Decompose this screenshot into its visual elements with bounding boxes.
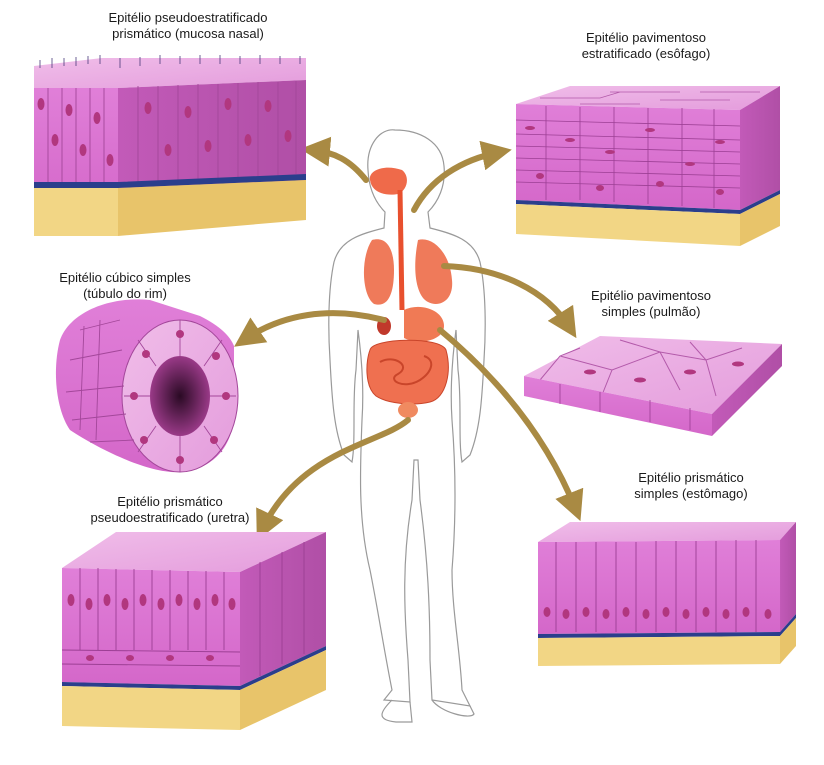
arrow-to-kidney — [234, 310, 387, 347]
arrow-to-nasal — [300, 136, 369, 183]
label-line: Epitélio pseudoestratificado — [108, 10, 268, 25]
arrows — [234, 136, 584, 541]
label-line: pseudoestratificado (uretra) — [90, 510, 250, 525]
label-line: Epitélio pavimentoso — [586, 30, 706, 45]
esophagus — [397, 189, 405, 311]
arrow-to-lung — [441, 263, 577, 339]
right-lung — [363, 239, 394, 305]
tissue-stratified-squamous — [515, 86, 780, 246]
label-line: simples (pulmão) — [601, 304, 701, 319]
arrow-to-esophagus — [411, 140, 512, 213]
label-line: (túbulo do rim) — [83, 286, 167, 301]
label-line: Epitélio prismático — [117, 494, 223, 509]
label-pseudostratified-nasal: Epitélio pseudoestratificado prismático … — [88, 10, 288, 42]
label-simple-columnar: Epitélio prismático simples (estômago) — [606, 470, 776, 502]
label-line: simples (estômago) — [634, 486, 748, 501]
arrow-to-urethra — [256, 417, 411, 541]
label-simple-cuboidal: Epitélio cúbico simples (túbulo do rim) — [40, 270, 210, 302]
label-line: Epitélio cúbico simples — [59, 270, 191, 285]
tissue-pseudostratified-urethra — [61, 532, 326, 730]
label-line: estratificado (esôfago) — [581, 46, 711, 61]
arrow-to-stomach — [437, 327, 584, 522]
tissue-simple-columnar — [538, 522, 796, 666]
label-line: Epitélio prismático — [638, 470, 744, 485]
label-simple-squamous: Epitélio pavimentoso simples (pulmão) — [566, 288, 736, 320]
human-figure — [328, 129, 486, 723]
label-line: Epitélio pavimentoso — [591, 288, 711, 303]
tissue-simple-cuboidal-tube — [55, 299, 239, 473]
tissue-pseudostratified-nasal — [34, 55, 306, 236]
left-lung — [415, 239, 453, 304]
label-pseudostratified-urethra: Epitélio prismático pseudoestratificado … — [70, 494, 270, 526]
intestines — [366, 339, 449, 405]
internal-organs — [363, 167, 453, 418]
stomach — [404, 306, 444, 342]
bladder — [398, 402, 418, 418]
label-line: prismático (mucosa nasal) — [112, 26, 264, 41]
nasal-cavity — [369, 167, 407, 195]
tissue-simple-squamous — [524, 336, 782, 436]
label-stratified-squamous: Epitélio pavimentoso estratificado (esôf… — [556, 30, 736, 62]
